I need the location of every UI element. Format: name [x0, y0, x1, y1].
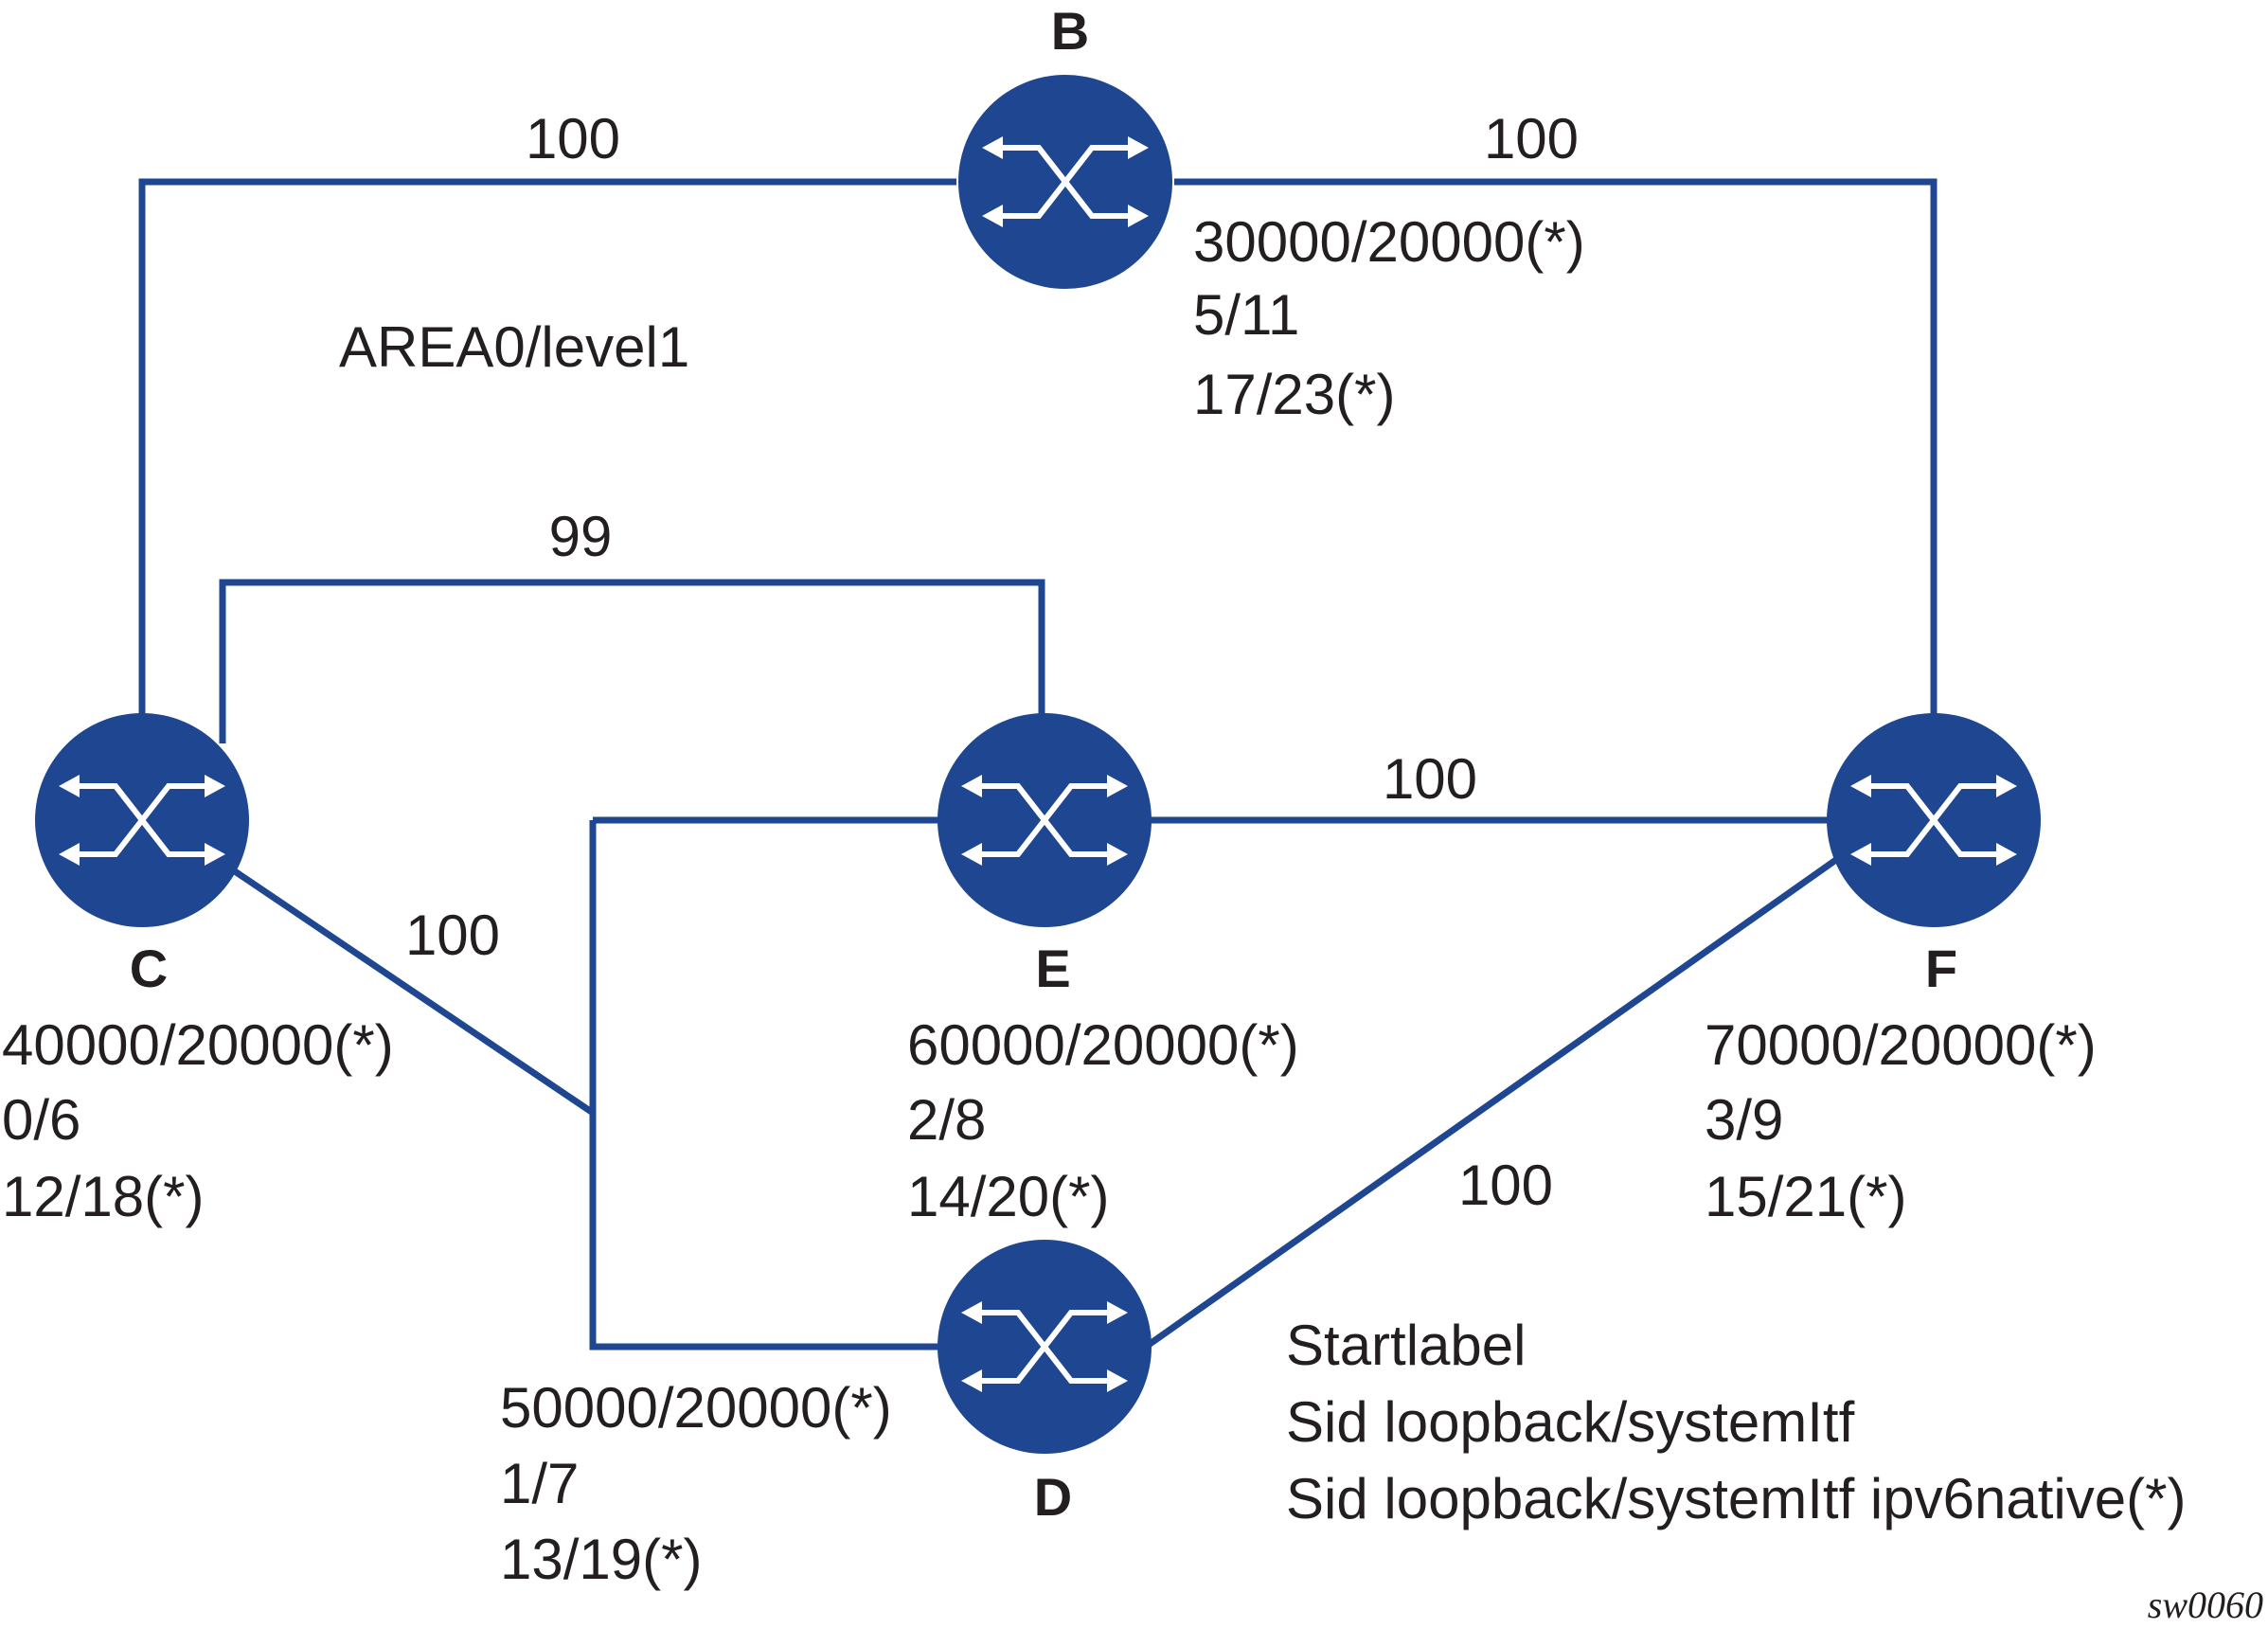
- router-e-label: 14/20(*): [907, 1165, 1109, 1228]
- router-name-b: B: [1051, 1, 1089, 61]
- router-d-label: 1/7: [500, 1452, 579, 1515]
- metric-b-f: 100: [1484, 107, 1579, 170]
- router-e-label: 2/8: [907, 1088, 986, 1152]
- router-icon[interactable]: [35, 713, 249, 927]
- router-icon[interactable]: [958, 75, 1172, 289]
- metric-c-e: 99: [549, 505, 613, 568]
- router-d-label: 50000/20000(*): [500, 1376, 892, 1440]
- router-f-label: 70000/20000(*): [1705, 1013, 2097, 1077]
- router-b-label: 17/23(*): [1193, 363, 1395, 426]
- legend-line: Sid loopback/systemItf: [1286, 1390, 1855, 1454]
- link-d-f: [1143, 850, 1849, 1350]
- router-c-label: 0/6: [2, 1088, 80, 1152]
- router-c-label: 40000/20000(*): [2, 1013, 394, 1077]
- link-b-f: [1174, 178, 1938, 715]
- router-f-label: 15/21(*): [1705, 1165, 1906, 1228]
- router-icon[interactable]: [938, 713, 1152, 927]
- router-f-label: 3/9: [1705, 1088, 1783, 1152]
- router-e-label: 60000/20000(*): [907, 1013, 1299, 1077]
- metric-c-b: 100: [526, 107, 620, 170]
- router-name-e: E: [1035, 939, 1070, 998]
- metric-e-f: 100: [1383, 747, 1477, 811]
- router-c-label: 12/18(*): [2, 1165, 204, 1228]
- router-name-f: F: [1925, 939, 1957, 998]
- router-name-d: D: [1034, 1467, 1072, 1527]
- router-icon[interactable]: [938, 1240, 1152, 1454]
- router-b-label: 5/11: [1193, 283, 1299, 347]
- metric-d-f: 100: [1458, 1154, 1553, 1217]
- link-c-e: [219, 579, 1045, 743]
- legend-line: Startlabel: [1286, 1314, 1526, 1377]
- legend-line: Sid loopback/systemItf ipv6native(*): [1286, 1467, 2186, 1530]
- router-name-c: C: [130, 939, 168, 998]
- area-label: AREA0/level1: [339, 315, 689, 379]
- link-c-b: [138, 178, 956, 715]
- link-c-d: [230, 867, 942, 1351]
- router-d-label: 13/19(*): [500, 1528, 702, 1591]
- figure-reference: sw0060: [2148, 1583, 2263, 1626]
- router-b-label: 30000/20000(*): [1193, 210, 1585, 274]
- metric-c-d: 100: [405, 903, 500, 967]
- router-icon[interactable]: [1827, 713, 2041, 927]
